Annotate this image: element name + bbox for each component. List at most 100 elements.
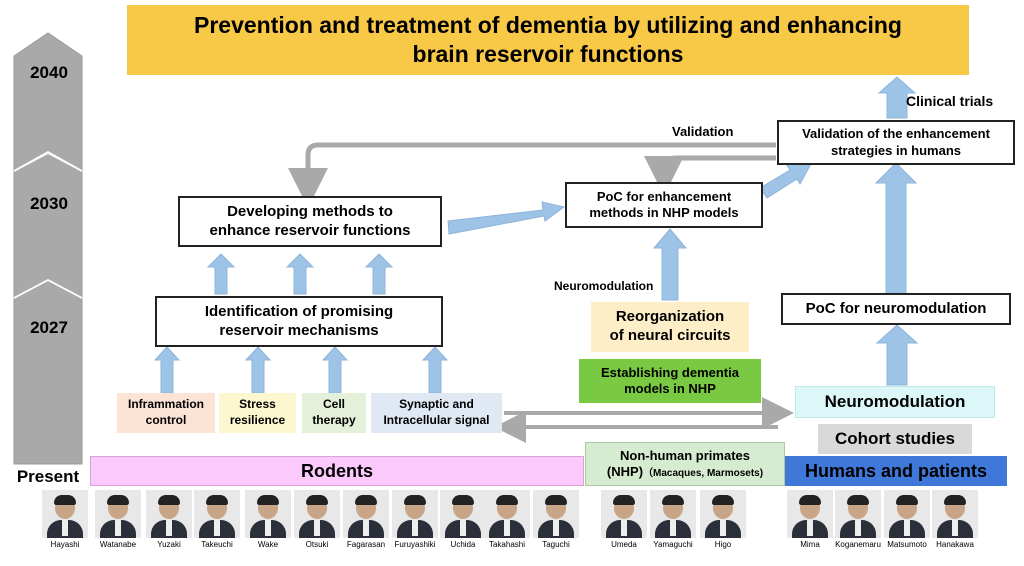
establishing-box: Establishing dementia models in NHP xyxy=(579,359,761,403)
portrait-icon xyxy=(245,490,291,538)
person-card: Matsumoto xyxy=(884,490,930,550)
reorganization-box: Reorganization of neural circuits xyxy=(591,302,749,352)
identification-line1: Identification of promising xyxy=(204,302,394,320)
portrait-icon xyxy=(884,490,930,538)
arrow-reorg-to-poc xyxy=(652,228,688,301)
arrow-up-ident-1 xyxy=(206,253,236,295)
person-name: Koganemaru xyxy=(835,540,881,549)
person-card: Furuyashiki xyxy=(392,490,438,550)
portrait-icon xyxy=(194,490,240,538)
synaptic-line1: Synaptic and xyxy=(399,397,474,412)
person-card: Takeuchi xyxy=(194,490,240,550)
portrait-icon xyxy=(343,490,389,538)
person-card: Watanabe xyxy=(95,490,141,550)
person-card: Uchida xyxy=(440,490,486,550)
identification-line2: reservoir mechanisms xyxy=(219,321,379,339)
neuromodulation-side-label: Neuromodulation xyxy=(554,279,654,293)
portrait-icon xyxy=(700,490,746,538)
person-name: Hanakawa xyxy=(936,540,974,549)
validation-to-poc-arrow xyxy=(644,155,776,196)
inflammation-line2: control xyxy=(145,413,187,427)
person-name: Hayashi xyxy=(50,540,80,549)
portrait-icon xyxy=(440,490,486,538)
portrait-icon xyxy=(601,490,647,538)
person-card: Taguchi xyxy=(533,490,579,550)
cell-line2: therapy xyxy=(312,413,356,427)
nhp-bar: Non-human primates (NHP)（Macaques, Marmo… xyxy=(585,442,785,486)
nhp-line1: Non-human primates xyxy=(619,447,750,463)
portrait-icon xyxy=(146,490,192,538)
person-name: Otsuki xyxy=(305,540,329,549)
poc-nhp-box: PoC for enhancement methods in NHP model… xyxy=(565,182,763,228)
person-name: Watanabe xyxy=(99,540,137,549)
cell-line1: Cell xyxy=(322,397,345,412)
identification-box: Identification of promising reservoir me… xyxy=(155,296,443,347)
clinical-trials-label: Clinical trials xyxy=(906,93,994,109)
arrow-up-ident-2 xyxy=(285,253,315,295)
rodents-label: Rodents xyxy=(301,460,373,481)
arrow-up-cell xyxy=(321,346,349,394)
arrow-developing-to-poc xyxy=(447,201,566,235)
person-card: Umeda xyxy=(601,490,647,550)
timeline-label-2027: 2027 xyxy=(30,318,68,337)
establishing-line2: models in NHP xyxy=(624,381,716,396)
person-card: Fagarasan xyxy=(343,490,389,550)
timeline-label-present: Present xyxy=(16,467,80,486)
stress-line1: Stress xyxy=(239,397,276,412)
person-card: Mima xyxy=(787,490,833,550)
developing-line1: Developing methods to xyxy=(227,202,393,220)
poc-nhp-line2: methods in NHP models xyxy=(589,205,739,220)
portrait-icon xyxy=(932,490,978,538)
arrow-up-synaptic xyxy=(421,346,449,394)
person-name: Fagarasan xyxy=(346,540,386,549)
reorganization-line2: of neural circuits xyxy=(609,327,731,344)
portrait-icon xyxy=(484,490,530,538)
person-name: Yamaguchi xyxy=(653,540,693,549)
poc-nhp-line1: PoC for enhancement xyxy=(596,188,732,204)
stress-line2: resilience xyxy=(229,413,286,427)
establishing-line1: Establishing dementia xyxy=(601,364,739,380)
rodents-bar: Rodents xyxy=(90,456,584,486)
person-card: Wake xyxy=(245,490,291,550)
validation-label: Validation xyxy=(672,124,734,139)
validation-humans-box: Validation of the enhancement strategies… xyxy=(777,120,1015,165)
person-name: Wake xyxy=(257,540,279,549)
person-card: Yuzaki xyxy=(146,490,192,550)
person-name: Higo xyxy=(714,540,732,549)
timeline-label-2030: 2030 xyxy=(30,194,68,213)
arrow-up-inflammation xyxy=(153,346,181,394)
person-card: Koganemaru xyxy=(835,490,881,550)
person-name: Yuzaki xyxy=(157,540,181,549)
nhp-line2-main: (NHP) xyxy=(606,463,644,479)
person-name: Umeda xyxy=(611,540,637,549)
validation-loop-arrow xyxy=(288,142,776,208)
timeline-label-2040: 2040 xyxy=(30,63,68,82)
person-card: Yamaguchi xyxy=(650,490,696,550)
person-card: Higo xyxy=(700,490,746,550)
person-name: Takeuchi xyxy=(201,540,233,549)
person-name: Mima xyxy=(800,540,820,549)
person-name: Matsumoto xyxy=(887,540,927,549)
cohort-studies-text: Cohort studies xyxy=(835,429,955,449)
title-line2: brain reservoir functions xyxy=(412,41,684,67)
nhp-line2-sub: （Macaques, Marmosets) xyxy=(643,467,764,479)
poc-neuromodulation-text: PoC for neuromodulation xyxy=(805,299,987,317)
portrait-icon xyxy=(95,490,141,538)
developing-line2: enhance reservoir functions xyxy=(209,221,411,239)
nhp-line2: (NHP)（Macaques, Marmosets) xyxy=(607,464,763,481)
arrow-poc-to-validation xyxy=(759,161,813,199)
neuromodulation-box-text: Neuromodulation xyxy=(824,392,966,412)
humans-bar: Humans and patients xyxy=(785,456,1007,486)
person-name: Uchida xyxy=(450,540,476,549)
person-name: Takahashi xyxy=(488,540,526,549)
developing-methods-box: Developing methods to enhance reservoir … xyxy=(178,196,442,247)
arrow-up-ident-3 xyxy=(364,253,394,295)
person-name: Taguchi xyxy=(542,540,570,549)
arrow-clinical-trials xyxy=(877,76,917,119)
person-card: Otsuki xyxy=(294,490,340,550)
